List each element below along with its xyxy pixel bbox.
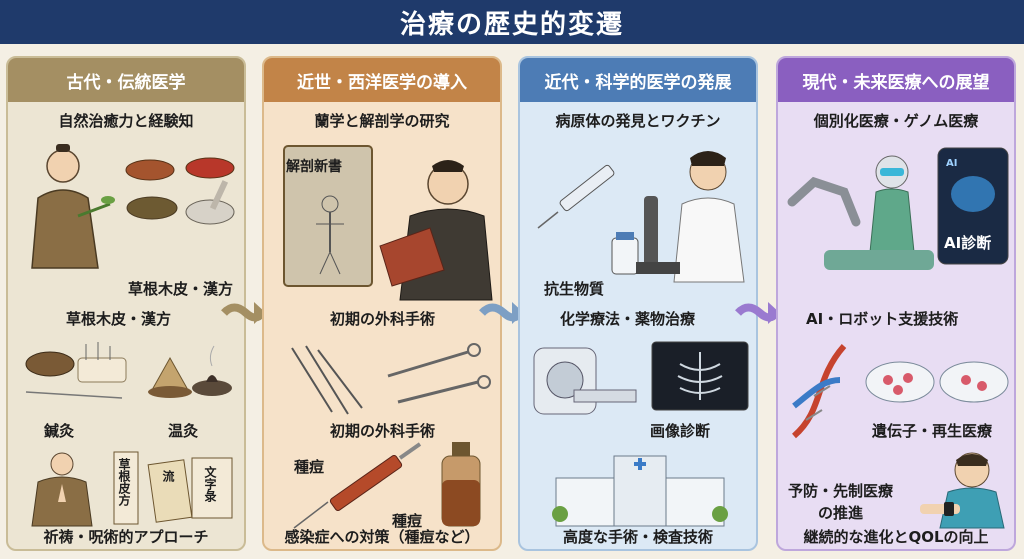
page-title: 治療の歴史的変遷	[399, 9, 624, 40]
column-header-modern: 近代・科学的医学の発展	[520, 58, 756, 102]
label-promotion: の推進	[818, 504, 864, 522]
scientist-microscope-illustration	[636, 151, 745, 283]
label-preventive-medicine: 予防・先制医療	[788, 482, 894, 500]
moxibustion-illustration	[148, 345, 232, 398]
reading-scholar-illustration	[379, 160, 493, 301]
tablet-label-ai-diagnosis: AI診断	[944, 234, 992, 252]
surgical-tools-illustration	[291, 343, 491, 415]
xray-monitor-illustration	[651, 341, 749, 411]
ct-scanner-illustration	[533, 347, 637, 415]
label-natural-healing: 自然治癒力と経験知	[58, 112, 194, 130]
label-surgery-2: 初期の外科手術	[330, 422, 436, 440]
label-infection-control: 感染症への対策（種痘など）	[284, 528, 480, 546]
scholar-illustration	[31, 144, 115, 269]
acupuncture-illustration	[25, 342, 127, 399]
title-bar: 治療の歴史的変遷	[0, 0, 1024, 44]
label-antibiotics: 抗生物質	[544, 280, 605, 298]
syringe-illustration	[293, 442, 422, 529]
column-header-future: 現代・未来医療への展望	[778, 58, 1014, 102]
label-surgery-1: 初期の外科手術	[330, 310, 436, 328]
label-herbs-2: 草根木皮・漢方	[66, 310, 172, 328]
book-title: 解剖新書	[286, 159, 342, 175]
label-vaccination-1: 種痘	[294, 458, 325, 476]
arrow-right-icon	[221, 302, 266, 324]
robot-surgery-illustration	[787, 155, 934, 270]
column-header-ancient: 古代・伝統医学	[8, 58, 244, 102]
scrolls-illustration	[113, 451, 233, 525]
dna-helix-illustration	[791, 344, 847, 439]
scroll-text-3: 文字彔	[203, 466, 217, 502]
arrow-right-icon	[735, 302, 780, 324]
label-imaging: 画像診断	[650, 422, 711, 440]
scroll-text-2: 流	[161, 470, 175, 482]
label-pathogen-vaccine: 病原体の発見とワクチン	[555, 112, 721, 130]
bottle-illustration	[441, 442, 481, 527]
label-gene-regenerative: 遺伝子・再生医療	[872, 422, 993, 440]
ai-tablet-illustration	[937, 147, 1009, 265]
label-vaccination-2: 種痘	[392, 512, 423, 530]
column-modern: 近代・科学的医学の発展 病原体の発見とワクチン 抗生物質 化学療法・薬物治療	[518, 56, 758, 551]
label-acupuncture: 鍼灸	[44, 422, 75, 440]
label-ai-robot: AI・ロボット支援技術	[806, 310, 959, 328]
person-smartwatch-illustration	[920, 452, 1005, 529]
scroll-text-1: 草根皮方	[117, 458, 131, 506]
label-moxa: 温灸	[168, 422, 199, 440]
label-continuous-evolution: 継続的な進化とQOLの向上	[803, 528, 989, 546]
label-personalized-medicine: 個別化医療・ゲノム医療	[813, 112, 979, 130]
label-chemotherapy: 化学療法・薬物治療	[560, 310, 696, 328]
column-ancient: 古代・伝統医学 自然治癒力と経験知 草根木皮・漢方 草根木皮・漢方	[6, 56, 246, 551]
column-early-modern: 近世・西洋医学の導入 蘭学と解剖学の研究 解剖新書 初期の外科手術	[262, 56, 502, 551]
label-prayer: 祈祷・呪術的アプローチ	[43, 528, 209, 546]
tablet-label-ai: AI	[946, 158, 958, 169]
vaccine-syringe-illustration	[537, 164, 639, 275]
petri-dishes-illustration	[865, 361, 1009, 403]
herb-bowls-illustration	[125, 157, 235, 225]
praying-figure-illustration	[31, 452, 93, 527]
label-advanced-surgery: 高度な手術・検査技術	[562, 528, 713, 546]
column-future: 現代・未来医療への展望 個別化医療・ゲノム医療 AI AI診断 AI・ロボット支…	[776, 56, 1016, 551]
anatomy-book-illustration	[283, 145, 373, 287]
label-dutch-studies: 蘭学と解剖学の研究	[314, 112, 450, 130]
hospital-illustration	[552, 455, 728, 527]
column-header-early-modern: 近世・西洋医学の導入	[264, 58, 500, 102]
label-herbs-1: 草根木皮・漢方	[128, 280, 234, 298]
